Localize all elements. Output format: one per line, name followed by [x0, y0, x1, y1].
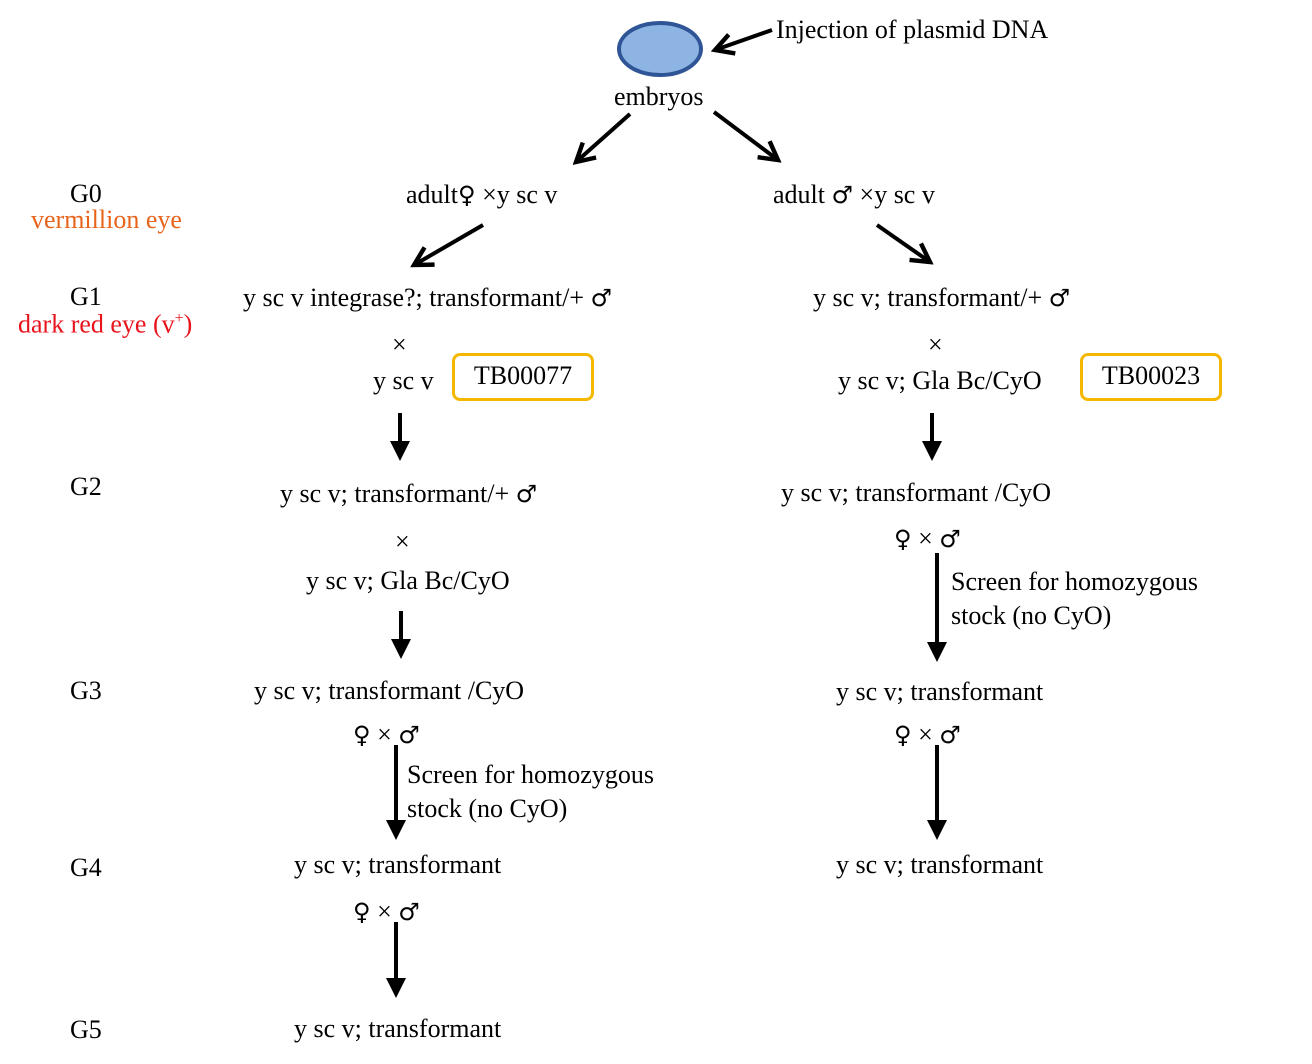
generation-g1: G1 — [70, 282, 102, 311]
right-g3-genotype: y sc v; transformant — [836, 677, 1044, 706]
generation-g3: G3 — [70, 676, 102, 705]
right-g2-genotype: y sc v; transformant /CyO — [781, 478, 1052, 507]
embryos-label: embryos — [614, 82, 704, 111]
left-g2-genotype: y sc v; transformant/+ ♂ — [280, 479, 538, 508]
generation-g4: G4 — [70, 853, 102, 882]
embryo-shape — [617, 21, 703, 77]
stock-id-box-right: TB00023 — [1080, 353, 1222, 401]
injection-label: Injection of plasmid DNA — [776, 15, 1049, 44]
embryo-to-male-arrow — [712, 110, 778, 160]
left-screen-line1: Screen for homozygous — [407, 760, 654, 789]
left-g4-genotype: y sc v; transformant — [294, 850, 502, 879]
left-g0-cross: adult♀ ×y sc v — [406, 180, 558, 209]
left-g0-to-g1-arrow — [414, 223, 485, 265]
left-g1-genotype: y sc v integrase?; transformant/+ ♂ — [243, 283, 613, 312]
right-g2-intercross: ♀ × ♂ — [894, 524, 961, 553]
generation-g2: G2 — [70, 472, 102, 501]
left-g1-partner: y sc v — [373, 366, 434, 395]
right-g0-to-g1-arrow — [875, 223, 930, 262]
left-g2-cross-symbol: × — [395, 527, 410, 556]
generation-g0: G0 — [70, 179, 102, 208]
left-g4-intercross: ♀ × ♂ — [353, 897, 420, 926]
dark-red-eye-label: dark red eye (v+) — [18, 309, 193, 339]
injection-arrow — [715, 28, 773, 50]
left-g2-partner: y sc v; Gla Bc/CyO — [306, 566, 510, 595]
stock-id-box-left: TB00077 — [452, 353, 594, 401]
right-g1-partner: y sc v; Gla Bc/CyO — [838, 366, 1042, 395]
vermillion-eye-label: vermillion eye — [31, 205, 182, 234]
left-g3-genotype: y sc v; transformant /CyO — [254, 676, 525, 705]
left-g1-cross-symbol: × — [392, 330, 407, 359]
right-g4-genotype: y sc v; transformant — [836, 850, 1044, 879]
right-g3-intercross: ♀ × ♂ — [894, 720, 961, 749]
right-g0-cross: adult ♂ ×y sc v — [773, 180, 935, 209]
left-g5-genotype: y sc v; transformant — [294, 1014, 502, 1043]
right-g1-cross-symbol: × — [928, 330, 943, 359]
generation-g5: G5 — [70, 1015, 102, 1044]
left-g3-intercross: ♀ × ♂ — [353, 720, 420, 749]
embryo-to-female-arrow — [576, 112, 632, 162]
right-screen-line2: stock (no CyO) — [951, 601, 1112, 630]
right-g1-genotype: y sc v; transformant/+ ♂ — [813, 283, 1071, 312]
left-screen-line2: stock (no CyO) — [407, 794, 568, 823]
right-screen-line1: Screen for homozygous — [951, 567, 1198, 596]
